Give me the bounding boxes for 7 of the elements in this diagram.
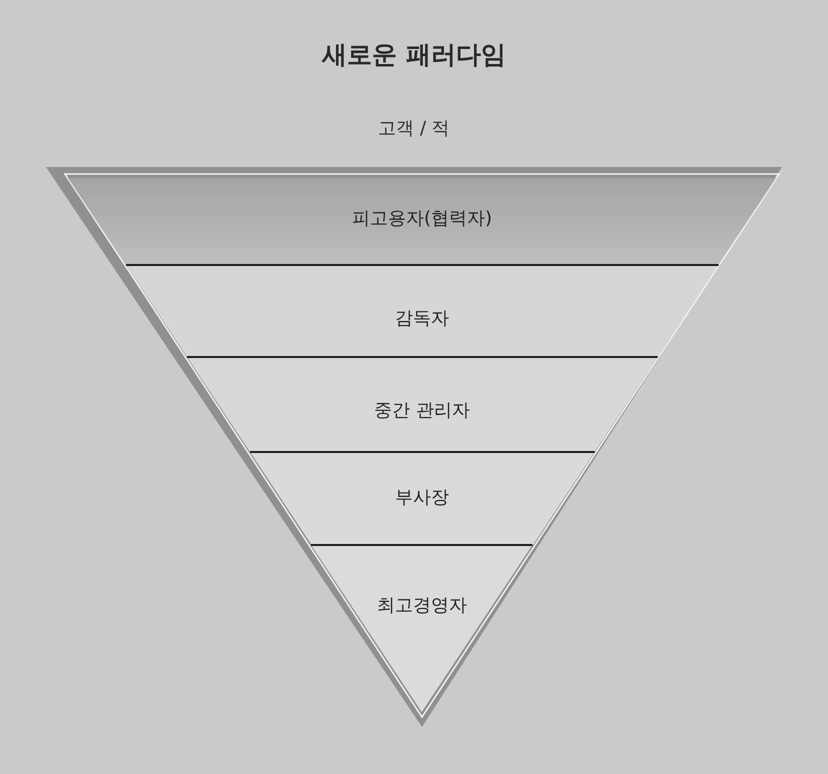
top-label: 고객 / 적 [377,117,451,140]
level-label: 최고경영자 [376,594,468,617]
level-label: 중간 관리자 [373,399,471,422]
diagram-title: 새로운 패러다임 [320,39,507,71]
level-label: 감독자 [394,307,450,330]
level-label: 피고용자(협력자) [350,207,494,230]
level-label: 부사장 [394,486,450,509]
